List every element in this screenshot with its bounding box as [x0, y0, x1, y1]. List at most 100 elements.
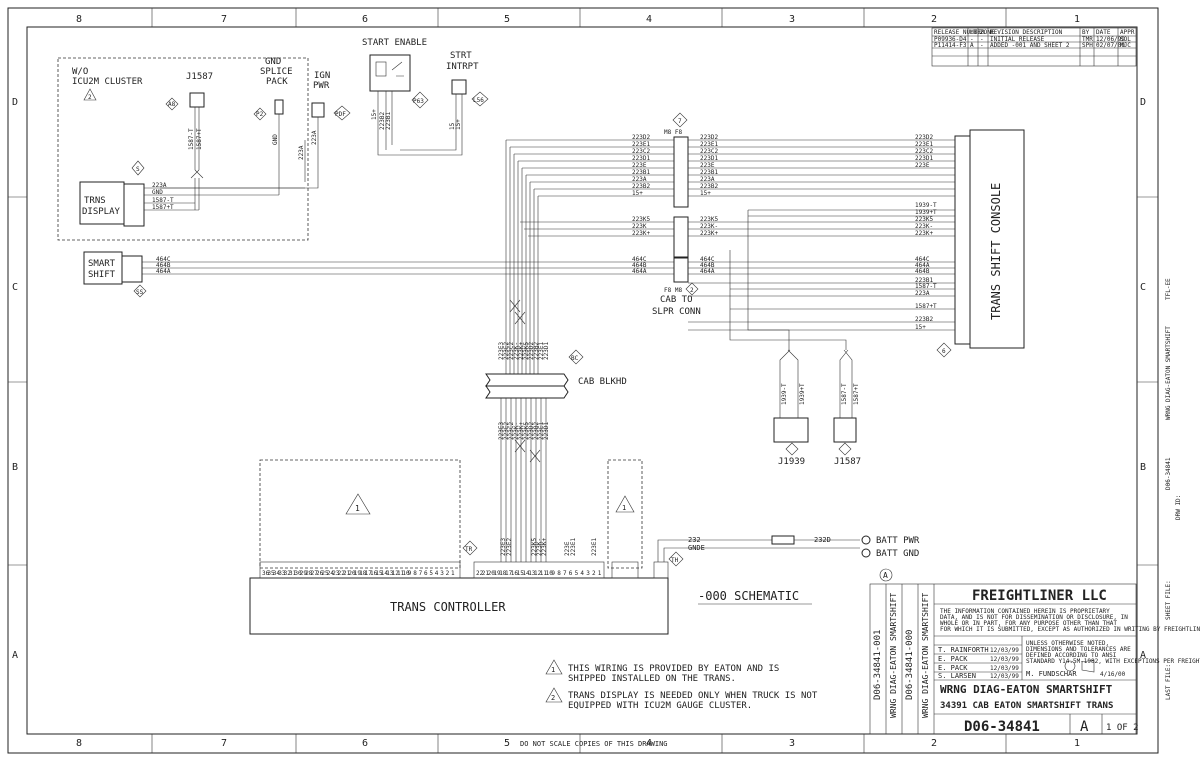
blkhd-bottom-6: 223D2 — [528, 422, 535, 440]
svg-text:STANDARD Y14.5M-1982, WITH EXC: STANDARD Y14.5M-1982, WITH EXCEPTIONS PE… — [1026, 658, 1200, 665]
blkhd-top-1: 223E2 — [503, 342, 510, 360]
console-wire-1: 223E1 — [915, 141, 933, 148]
cab-slpr-label-1: CAB TO — [660, 295, 693, 305]
rev-cell-1-3: ADDED -001 AND SHEET 2 — [990, 42, 1070, 49]
cab-blkhd-label: CAB BLKHD — [578, 377, 627, 387]
ctrl-pin-l-25: 11 — [397, 570, 405, 577]
rev-cell-1-2: - — [980, 42, 984, 49]
ctrl-pin-m-20: 2 — [592, 570, 596, 577]
ctrl-pin-l-15: 21 — [343, 570, 351, 577]
column-mark-top-3: 3 — [789, 14, 795, 25]
resp-eng: E. PACK — [938, 664, 968, 672]
p63-ref-diamond — [411, 91, 429, 109]
smart-shift-label-1: SMART — [88, 259, 116, 269]
blkhd-top-0: 223E3 — [498, 342, 505, 360]
console-ref: 6 — [942, 348, 946, 355]
revision-letter: A — [1080, 719, 1089, 735]
row-mark-left-C: C — [12, 282, 18, 293]
row-mark-left-A: A — [12, 650, 18, 661]
two-ref: 2 — [690, 287, 694, 294]
cab-bottom-r-2: 464A — [700, 268, 715, 275]
ign-pwr-connector — [311, 102, 325, 118]
column-mark-top-5: 5 — [504, 14, 510, 25]
row-mark-left-D: D — [12, 97, 18, 108]
console-wire-17: 223B2 — [915, 316, 933, 323]
blkhd-top-5: 223K5 — [523, 342, 530, 360]
strt-intrpt-label-2: INTRPT — [446, 62, 479, 72]
column-mark-bottom-1: 1 — [1074, 738, 1080, 749]
column-mark-bottom-2: 2 — [931, 738, 937, 749]
ctrl-pin-l-30: 6 — [424, 570, 428, 577]
ctrl-pin-m-5: 17 — [505, 570, 513, 577]
gnd-splice-label-3: PACK — [266, 77, 288, 87]
svg-text:DIMENSIONS AND TOLERANCES ARE: DIMENSIONS AND TOLERANCES ARE — [1026, 646, 1131, 653]
j1587-bottom-label: J1587 — [834, 457, 861, 467]
ctrl-pin-l-33: 3 — [440, 570, 444, 577]
ctrl-pin-l-4: 32 — [284, 570, 292, 577]
column-mark-top-4: 4 — [646, 14, 652, 25]
console-wire-8: 223K- — [915, 223, 933, 230]
batt-wire-gnde: GNDE — [688, 544, 705, 552]
note-1-triangle-left-text: 1 — [355, 504, 360, 513]
blkhd-top-2: 223C2 — [508, 342, 515, 360]
sheet-border — [7, 7, 1159, 754]
svg-text:TRANS DISPLAY IS NEEDED ONLY W: TRANS DISPLAY IS NEEDED ONLY WHEN TRUCK … — [568, 691, 818, 701]
ctrl-pin-l-9: 27 — [311, 570, 319, 577]
ctrl-pin-m-3: 19 — [493, 570, 501, 577]
footer-note: DO NOT SCALE COPIES OF THIS DRAWING — [520, 740, 668, 748]
f6-ref-top: 7 — [678, 118, 682, 125]
two-ref-diamond — [685, 282, 699, 296]
smart-wire-2: 464A — [156, 268, 171, 275]
ctrl-pin-m-14: 8 — [557, 570, 561, 577]
cab-blkhd-connector — [485, 373, 569, 399]
ss-ref: SS — [136, 289, 144, 296]
rev-header-3: REVISION DESCRIPTION — [990, 29, 1063, 36]
console-wire-5: 1939-T — [915, 202, 937, 209]
ctrl-pin-l-32: 4 — [435, 570, 439, 577]
blkhd-bottom-8: 223E1 — [538, 422, 545, 440]
bc-ref-diamond — [568, 349, 584, 365]
note-1-triangle-right — [615, 495, 635, 513]
drawing-frame — [26, 26, 1138, 735]
ctrl-pin-m-9: 13 — [528, 570, 536, 577]
start-enable-relay — [369, 54, 411, 92]
console-wire-15: 223A — [915, 290, 930, 297]
blkhd-bottom-0: 223E3 — [498, 422, 505, 440]
rev-cell-1-1: A — [970, 42, 974, 49]
console-wire-13: 223B1 — [915, 277, 933, 284]
ctrl-pin-l-35: 1 — [451, 570, 455, 577]
ctrl-pin-l-24: 12 — [392, 570, 400, 577]
trans-shift-console-label: TRANS SHIFT CONSOLE — [989, 183, 1003, 320]
cab-left-a-0: 223D2 — [632, 134, 650, 141]
smart-wire-0: 464C — [156, 256, 171, 263]
j1587-top-connector — [189, 92, 205, 108]
row-mark-right-C: C — [1140, 282, 1146, 293]
smart-shift-label-2: SHIFT — [88, 270, 116, 280]
bc-ref: BC — [571, 355, 579, 362]
th-ref: TH — [671, 557, 679, 564]
ctrl-wire-6: 223E1 — [570, 538, 577, 556]
cab-left-a-4: 223E — [632, 162, 647, 169]
svg-text:DATA, AND IS NOT FOR DISSEMINA: DATA, AND IS NOT FOR DISSEMINATION OR DI… — [940, 614, 1128, 621]
margin-text-1: TFL-EE — [1165, 278, 1172, 300]
svg-text:223B2: 223B2 — [379, 112, 386, 130]
blkhd-top-3: 223K- — [513, 342, 520, 360]
rev-cell-0-3: INITIAL RELEASE — [990, 36, 1045, 43]
trans-controller-label: TRANS CONTROLLER — [390, 600, 506, 614]
title-circle-letter: A — [883, 571, 888, 580]
ctrl-pin-m-1: 21 — [482, 570, 490, 577]
console-wire-10: 464C — [915, 256, 930, 263]
ctrl-pin-l-27: 9 — [408, 570, 412, 577]
column-mark-top-1: 1 — [1074, 14, 1080, 25]
svg-text:DEFINED ACCORDING TO ANSI: DEFINED ACCORDING TO ANSI — [1026, 652, 1117, 659]
batt-gnd-terminal — [861, 548, 871, 558]
cab-conn-pins-top: M8 F8 — [664, 129, 682, 136]
batt-pwr-label: BATT PWR — [876, 536, 920, 546]
strt-intrpt-connector — [451, 79, 467, 95]
approved-by: S. LARSEN — [938, 672, 976, 680]
side-number-1: D06-34841-001 — [873, 630, 883, 700]
trans-shift-console-box — [969, 129, 1025, 349]
svg-text:FOR WHICH IT IS SUBMITTED, EXC: FOR WHICH IT IS SUBMITTED, EXCEPT AS AUT… — [940, 626, 1200, 633]
cab-left-b-2: 223K+ — [632, 230, 650, 237]
